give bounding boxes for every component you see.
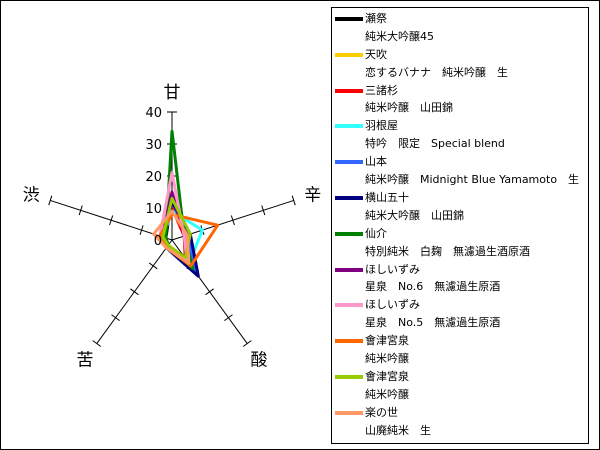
axis-label: 酸 — [251, 351, 268, 371]
legend-swatch — [335, 303, 363, 308]
legend-swatch — [335, 375, 363, 379]
legend-series-name: 會津宮泉 — [365, 334, 409, 348]
legend-entry: 天吹恋するバナナ 純米吟醸 生 — [332, 47, 588, 83]
axis-label: 渋 — [23, 185, 40, 205]
radar-tick-mark — [261, 205, 266, 216]
legend-series-name: 會津宮泉 — [365, 370, 409, 383]
legend-series-name: 瀬祭 — [365, 12, 387, 25]
legend-entry: ほしいずみ星泉 No.6 無濾過生原酒 — [332, 262, 588, 298]
radar-tick-mark — [291, 195, 296, 206]
legend-series-product: 純米吟醸 Midnight Blue Yamamoto 生 — [365, 173, 580, 187]
radar-tick-mark — [224, 314, 233, 322]
legend-entry: 横山五十純米大吟醸 山田錦 — [332, 190, 588, 226]
legend-series-name: 羽根屋 — [365, 119, 398, 133]
legend-series-name: 楽の世 — [365, 405, 398, 419]
legend-entry: ほしいずみ星泉 No.5 無濾過生原酒 — [332, 297, 588, 333]
legend-series-product: 純米大吟醸 山田錦 — [365, 208, 464, 222]
radar-tick-mark — [130, 288, 139, 296]
legend-swatch — [335, 410, 363, 415]
axis-label: 苦 — [77, 351, 94, 371]
series-line-11 — [161, 196, 192, 260]
radar-tick-mark — [242, 340, 252, 347]
legend-series-name: 天吹 — [365, 47, 387, 61]
legend-series-name: 横山五十 — [365, 191, 409, 204]
axis-label: 甘 — [164, 83, 181, 103]
legend-swatch — [335, 339, 363, 344]
legend-entry: 羽根屋特吟 限定 Special blend — [332, 118, 588, 154]
tick-label: 10 — [145, 202, 162, 217]
legend-series-product: 純米大吟醸45 — [365, 29, 434, 43]
radar-tick-mark — [109, 215, 114, 226]
legend-series-product: 純米吟醸 — [365, 352, 409, 366]
radar-tick-mark — [148, 262, 158, 270]
radar-series — [152, 129, 220, 278]
radar-tick-mark — [48, 195, 53, 206]
axis-label: 辛 — [304, 185, 321, 205]
legend-series-name: ほしいずみ — [365, 298, 420, 312]
series-line-12 — [152, 209, 191, 265]
legend-swatch — [335, 231, 363, 236]
legend-series-product: 純米吟醸 — [365, 387, 409, 401]
legend-swatch — [335, 160, 363, 165]
radar-labels: 甘辛酸 苦 渋 0 10 20 30 40 — [23, 83, 322, 371]
radar-tick-mark — [205, 288, 214, 296]
legend-swatch — [335, 88, 363, 93]
legend-series-name: 三諸杉 — [365, 83, 398, 97]
tick-label: 0 — [154, 234, 162, 249]
legend-entry: 山本純米吟醸 Midnight Blue Yamamoto 生 — [332, 154, 588, 190]
legend-series-product: 純米吟醸 山田錦 — [365, 101, 453, 115]
tick-label: 20 — [145, 170, 162, 185]
legend-series-name: 山本 — [365, 155, 387, 169]
legend-entry: 瀬祭純米大吟醸45 — [332, 11, 588, 47]
radar-tick-mark — [139, 225, 144, 236]
legend-series-product: 恋するバナナ 純米吟醸 生 — [365, 65, 508, 79]
legend-entry: 三諸杉純米吟醸 山田錦 — [332, 83, 588, 119]
radar-tick-mark — [111, 314, 120, 322]
legend-swatch — [335, 52, 363, 57]
legend-series-product: 星泉 No.6 無濾過生原酒 — [365, 280, 501, 294]
legend-series-product: 特別純米 白麹 無濾過生酒原酒 — [365, 244, 530, 258]
legend-series-name: 仙介 — [365, 226, 387, 240]
legend-swatch — [335, 124, 363, 129]
legend-entry: 楽の世山廃純米 生 — [332, 405, 588, 441]
radar-tick-mark — [92, 340, 102, 347]
legend-entry: 會津宮泉純米吟醸 — [332, 369, 588, 405]
radar-tick-mark — [78, 205, 83, 216]
legend-swatch — [335, 17, 363, 21]
legend-entry: 會津宮泉純米吟醸 — [332, 333, 588, 369]
legend-series-name: ほしいずみ — [365, 262, 420, 276]
legend-swatch — [335, 196, 363, 200]
tick-label: 40 — [145, 106, 162, 121]
legend-series-product: 山廃純米 生 — [365, 423, 431, 437]
radar-tick-mark — [230, 215, 235, 226]
tick-label: 30 — [145, 138, 162, 153]
legend-entry: 仙介特別純米 白麹 無濾過生酒原酒 — [332, 226, 588, 262]
legend-series-product: 特吟 限定 Special blend — [365, 137, 505, 151]
legend-series-product: 星泉 No.5 無濾過生原酒 — [365, 316, 501, 330]
legend-swatch — [335, 267, 363, 272]
